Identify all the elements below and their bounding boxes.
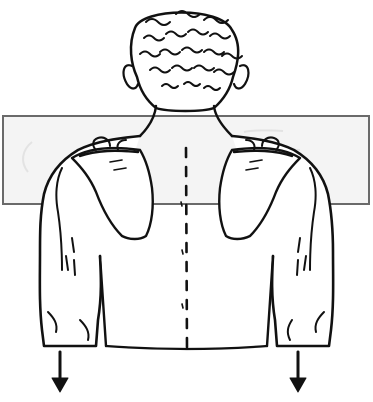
down-arrow-icon xyxy=(52,352,306,392)
